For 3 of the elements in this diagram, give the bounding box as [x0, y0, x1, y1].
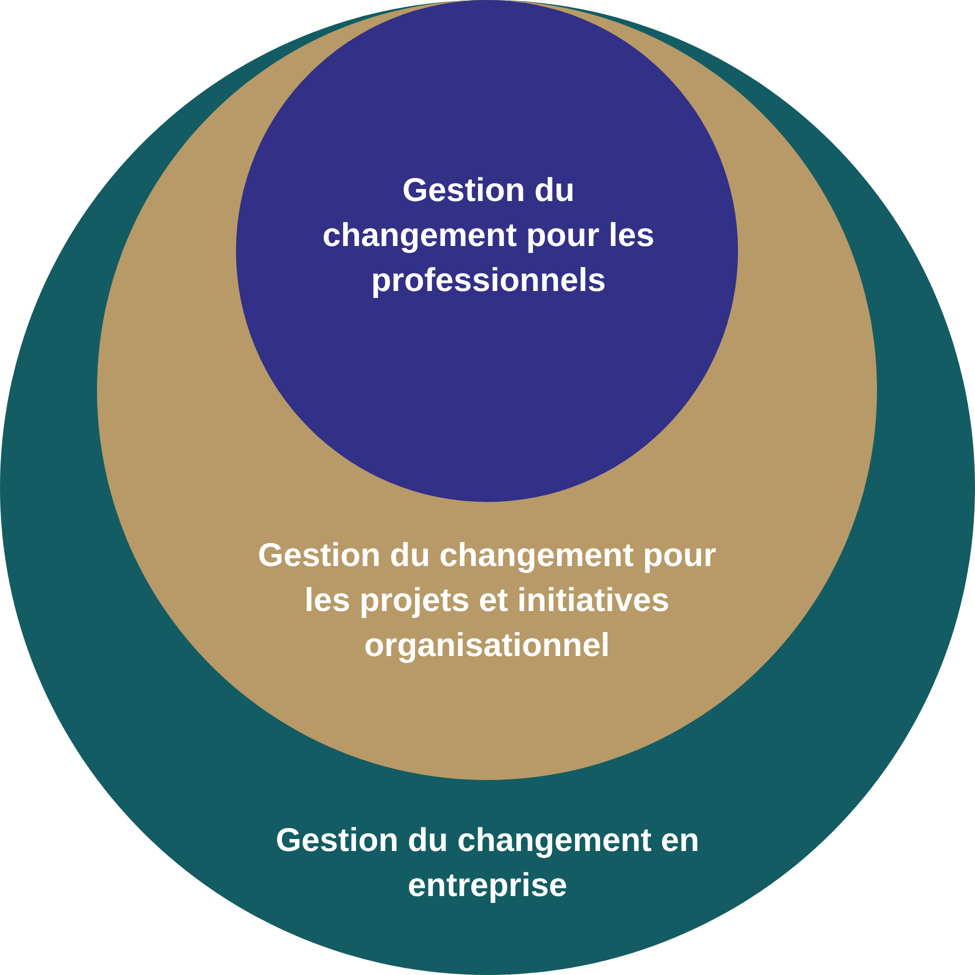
circle-label: Gestion du changement en entreprise [274, 820, 700, 905]
circle-label: Gestion du changement pour les professionnels [322, 170, 656, 300]
circle-label: Gestion du changement pour les projets et initiatives organisationnel [256, 535, 718, 665]
